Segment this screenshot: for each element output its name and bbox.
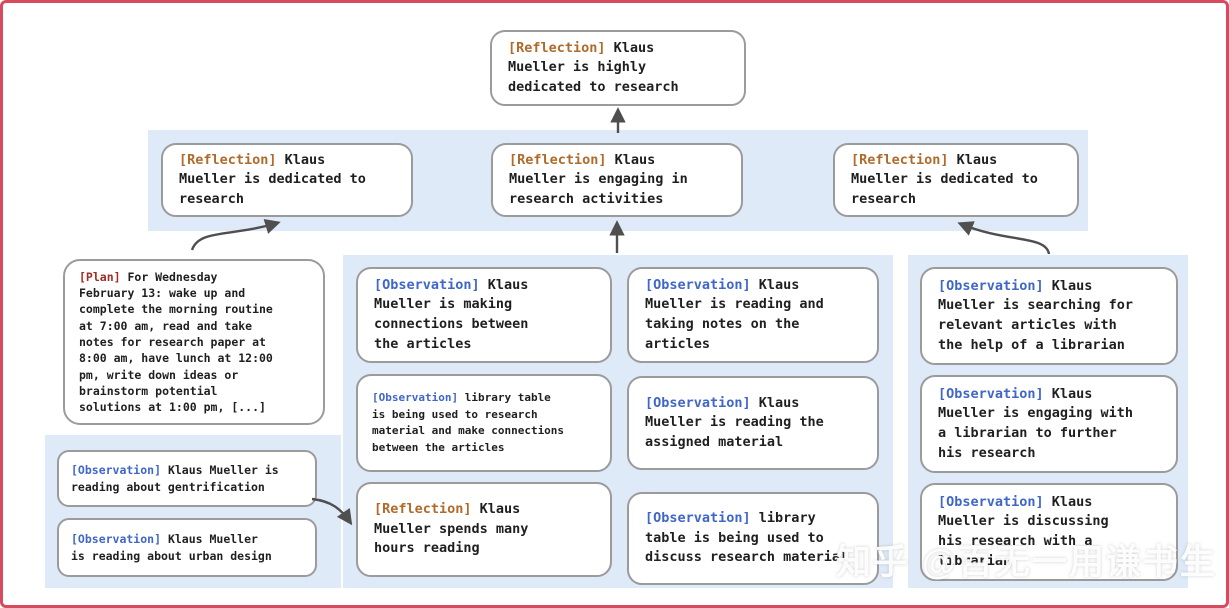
node-text: [Reflection] Klaus Mueller is dedicated … — [851, 151, 1038, 210]
node-observation-making-connections: [Observation] Klaus Mueller is making co… — [356, 267, 612, 363]
node-body-text: Klaus Mueller is reading and taking note… — [645, 276, 824, 352]
node-text: [Observation] library table is being use… — [372, 390, 564, 456]
node-body-text: library table is being used to research … — [372, 391, 565, 454]
reflection-tag: [Reflection] — [179, 151, 277, 168]
node-body-text: Klaus Mueller is dedicated to research — [851, 151, 1038, 207]
node-body-text: Klaus Mueller is making connections betw… — [374, 276, 529, 352]
node-reflection-left: [Reflection] Klaus Mueller is dedicated … — [161, 143, 413, 217]
observation-tag: [Observation] — [938, 493, 1044, 510]
node-text: [Observation] Klaus Mueller is discussin… — [938, 493, 1109, 571]
node-body-text: Klaus Mueller is reading about urban des… — [71, 532, 272, 563]
node-observation-searching-articles: [Observation] Klaus Mueller is searching… — [920, 267, 1178, 365]
node-body-text: For Wednesday February 13: wake up and c… — [79, 269, 273, 415]
node-text: [Observation] Klaus Mueller is reading t… — [645, 394, 824, 453]
node-reflection-middle: [Reflection] Klaus Mueller is engaging i… — [491, 143, 743, 217]
node-body-text: library table is being used to discuss r… — [645, 510, 849, 566]
observation-tag: [Observation] — [372, 391, 459, 404]
node-observation-taking-notes: [Observation] Klaus Mueller is reading a… — [627, 267, 879, 363]
observation-tag: [Observation] — [71, 532, 162, 547]
node-text: [Reflection] Klaus Mueller spends many h… — [374, 500, 528, 559]
reflection-tag: [Reflection] — [509, 151, 607, 168]
node-text: [Observation] Klaus Mueller is reading a… — [71, 462, 279, 495]
node-text: [Observation] Klaus Mueller is engaging … — [938, 385, 1133, 463]
node-body-text: Klaus Mueller is reading about gentrific… — [71, 463, 279, 494]
node-observation-gentrification: [Observation] Klaus Mueller is reading a… — [57, 450, 317, 507]
node-observation-discussing-librarian: [Observation] Klaus Mueller is discussin… — [920, 483, 1178, 581]
observation-tag: [Observation] — [71, 463, 162, 478]
node-body-text: Klaus Mueller is engaging with a librari… — [938, 385, 1134, 461]
node-root-reflection: [Reflection] Klaus Mueller is highly ded… — [490, 30, 746, 106]
node-body-text: Klaus Mueller is discussing his research… — [938, 493, 1109, 569]
node-text: [Reflection] Klaus Mueller is engaging i… — [509, 151, 688, 210]
observation-tag: [Observation] — [645, 394, 751, 411]
node-text: [Reflection] Klaus Mueller is dedicated … — [179, 151, 366, 210]
node-text: [Observation] Klaus Mueller is reading a… — [71, 531, 272, 564]
observation-tag: [Observation] — [938, 277, 1044, 294]
node-text: [Observation] Klaus Mueller is making co… — [374, 276, 528, 354]
node-observation-discuss-material: [Observation] library table is being use… — [627, 492, 879, 585]
watermark-text: 知乎 @百无一用谦书生 — [836, 543, 1217, 582]
node-observation-urban-design: [Observation] Klaus Mueller is reading a… — [57, 518, 317, 577]
observation-tag: [Observation] — [645, 276, 751, 293]
node-body-text: Klaus Mueller is reading the assigned ma… — [645, 394, 824, 450]
reflection-tag: [Reflection] — [508, 39, 606, 56]
node-text: [Observation] Klaus Mueller is reading a… — [645, 276, 824, 354]
node-observation-library-table-research: [Observation] library table is being use… — [356, 374, 612, 472]
node-observation-engaging-librarian: [Observation] Klaus Mueller is engaging … — [920, 375, 1178, 473]
node-text: [Plan] For Wednesday February 13: wake u… — [79, 269, 273, 416]
reflection-tag: [Reflection] — [374, 501, 472, 518]
node-body-text: Klaus Mueller is dedicated to research — [179, 151, 366, 207]
node-reflection-hours-reading: [Reflection] Klaus Mueller spends many h… — [356, 482, 612, 577]
observation-tag: [Observation] — [938, 385, 1044, 402]
node-body-text: Klaus Mueller spends many hours reading — [374, 501, 529, 557]
node-observation-assigned-material: [Observation] Klaus Mueller is reading t… — [627, 376, 879, 470]
plan-tag: [Plan] — [79, 269, 121, 284]
observation-tag: [Observation] — [645, 510, 751, 527]
node-body-text: Klaus Mueller is searching for relevant … — [938, 277, 1134, 353]
observation-tag: [Observation] — [374, 276, 480, 293]
node-text: [Reflection] Klaus Mueller is highly ded… — [508, 39, 679, 98]
node-text: [Observation] library table is being use… — [645, 509, 848, 568]
node-text: [Observation] Klaus Mueller is searching… — [938, 277, 1133, 355]
reflection-tag: [Reflection] — [851, 151, 949, 168]
node-reflection-right: [Reflection] Klaus Mueller is dedicated … — [833, 143, 1079, 217]
node-plan: [Plan] For Wednesday February 13: wake u… — [63, 259, 325, 425]
node-body-text: Klaus Mueller is engaging in research ac… — [509, 151, 688, 207]
node-body-text: Klaus Mueller is highly dedicated to res… — [508, 39, 679, 95]
